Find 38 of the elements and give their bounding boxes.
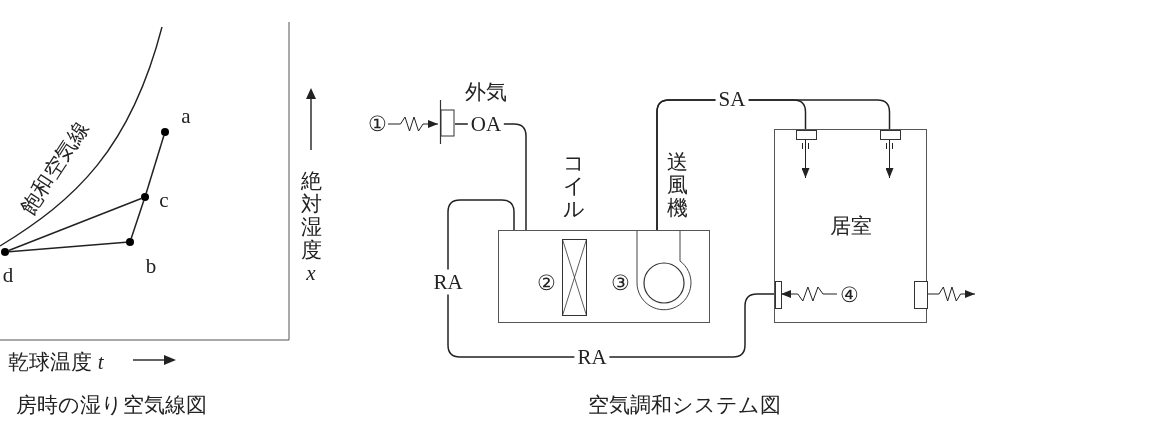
figure-caption: 空気調和システム図: [587, 394, 781, 416]
return-grille: [775, 281, 782, 309]
exhaust-grille: [914, 281, 928, 309]
circled-number: ④: [839, 284, 859, 306]
duct-label: RA: [431, 269, 465, 295]
supply-diffuser: [796, 130, 817, 140]
airflow-arrow: [780, 286, 838, 302]
process-line: [8, 241, 127, 253]
point-label: ②: [536, 272, 556, 294]
inlet-label: 外気: [465, 81, 507, 103]
fan-symbol: [635, 231, 693, 312]
airflow-arrow: [926, 286, 976, 302]
component-label: コイル: [562, 152, 584, 222]
component-label: 送風機: [666, 151, 688, 221]
airflow-arrow: [885, 138, 894, 179]
point-label: b: [145, 255, 157, 277]
point-label: c: [159, 189, 169, 211]
airflow-arrow: [801, 138, 810, 179]
room-box: [774, 129, 927, 323]
point-label: ③: [610, 272, 630, 294]
process-line: [7, 197, 143, 252]
supply-diffuser: [880, 130, 901, 140]
coil-symbol: [562, 239, 587, 316]
axis-label: 絶対湿度 x: [300, 170, 322, 286]
point-label: a: [181, 105, 191, 127]
axis-label: 乾球温度 t: [8, 351, 104, 373]
process-line: [145, 135, 165, 194]
outdoor-air-grille: [438, 100, 455, 144]
duct-line: [656, 99, 891, 231]
curve-label: 飽和空気線: [17, 118, 93, 218]
figure-caption: 房時の湿り空気線図: [15, 394, 207, 416]
air-handling-unit-box: [498, 230, 710, 323]
airflow-arrow: [387, 116, 439, 132]
process-line: [130, 200, 145, 239]
point-label: d: [2, 264, 14, 286]
circled-number: ①: [367, 113, 387, 135]
duct-line: [447, 199, 775, 358]
room-label: 居室: [829, 215, 872, 237]
